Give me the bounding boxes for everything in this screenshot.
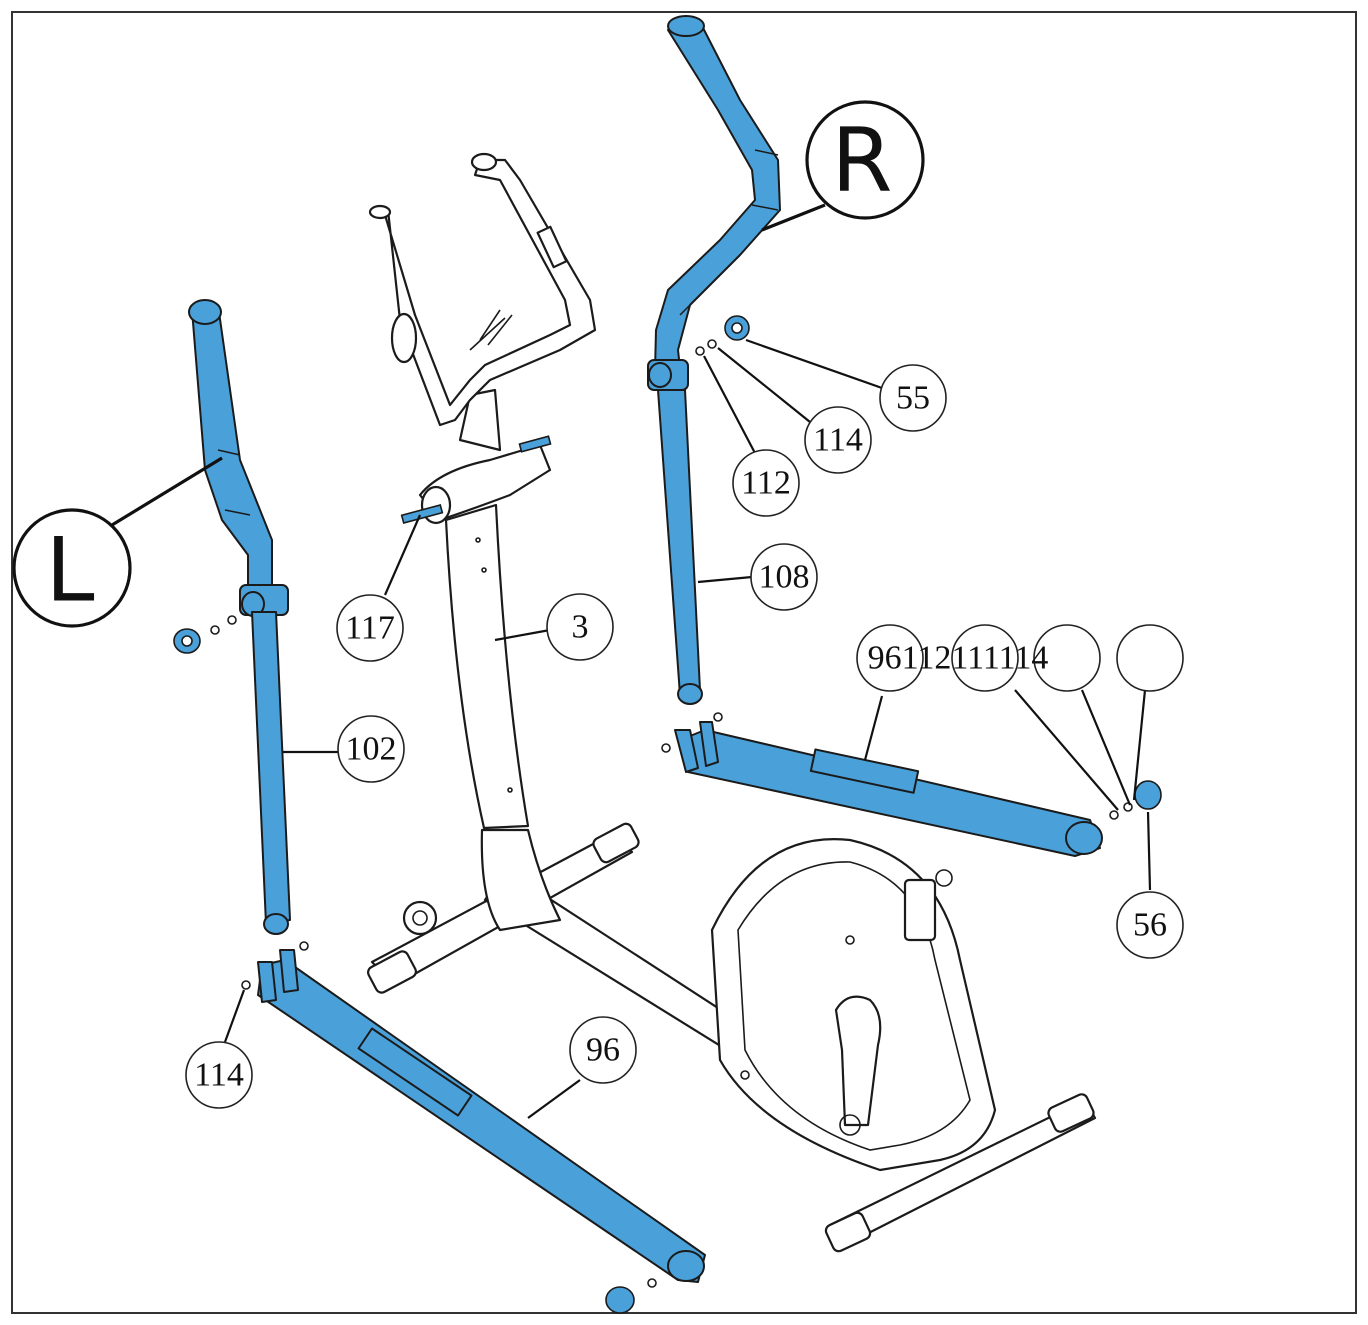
callout-group-text: 96112111114 (868, 640, 1049, 677)
callout-117: 117 (336, 594, 404, 662)
right-handle-arm (647, 15, 781, 705)
callout-56: 56 (1116, 891, 1184, 959)
leader-lines (111, 203, 1152, 1119)
callout-114-upper-text: 114 (813, 422, 863, 459)
callout-114-upper: 114 (804, 406, 872, 474)
diagram-border (11, 11, 1357, 1314)
callout-56-text: 56 (1133, 907, 1167, 944)
callout-55: 55 (879, 364, 947, 432)
callout-114-lower: 114 (185, 1041, 253, 1109)
left-handle-arm (173, 299, 291, 935)
axle-117 (400, 435, 552, 525)
side-label-r-text: R (831, 109, 892, 212)
callout-96: 96 (569, 1016, 637, 1084)
main-frame (367, 152, 1097, 1253)
side-label-r: R (805, 100, 925, 220)
left-pedal-arm (241, 941, 706, 1314)
callout-117-text: 117 (345, 610, 395, 647)
callout-102: 102 (337, 715, 405, 783)
callout-108-text: 108 (759, 559, 810, 596)
callout-55-text: 55 (896, 380, 930, 417)
callout-112-text: 112 (741, 465, 791, 502)
right-upper-hardware (695, 315, 750, 356)
callout-108: 108 (750, 543, 818, 611)
callout-102-text: 102 (346, 731, 397, 768)
side-label-l: L (12, 508, 132, 628)
callout-group-96-112-111-114: 96112111114 (856, 624, 1184, 692)
callout-3-text: 3 (572, 609, 589, 646)
side-label-l-text: L (45, 519, 94, 622)
right-pedal-arm (661, 712, 1162, 857)
callout-112: 112 (732, 449, 800, 517)
callout-96-text: 96 (586, 1032, 620, 1069)
callout-114-lower-text: 114 (194, 1057, 244, 1094)
callout-3: 3 (546, 593, 614, 661)
